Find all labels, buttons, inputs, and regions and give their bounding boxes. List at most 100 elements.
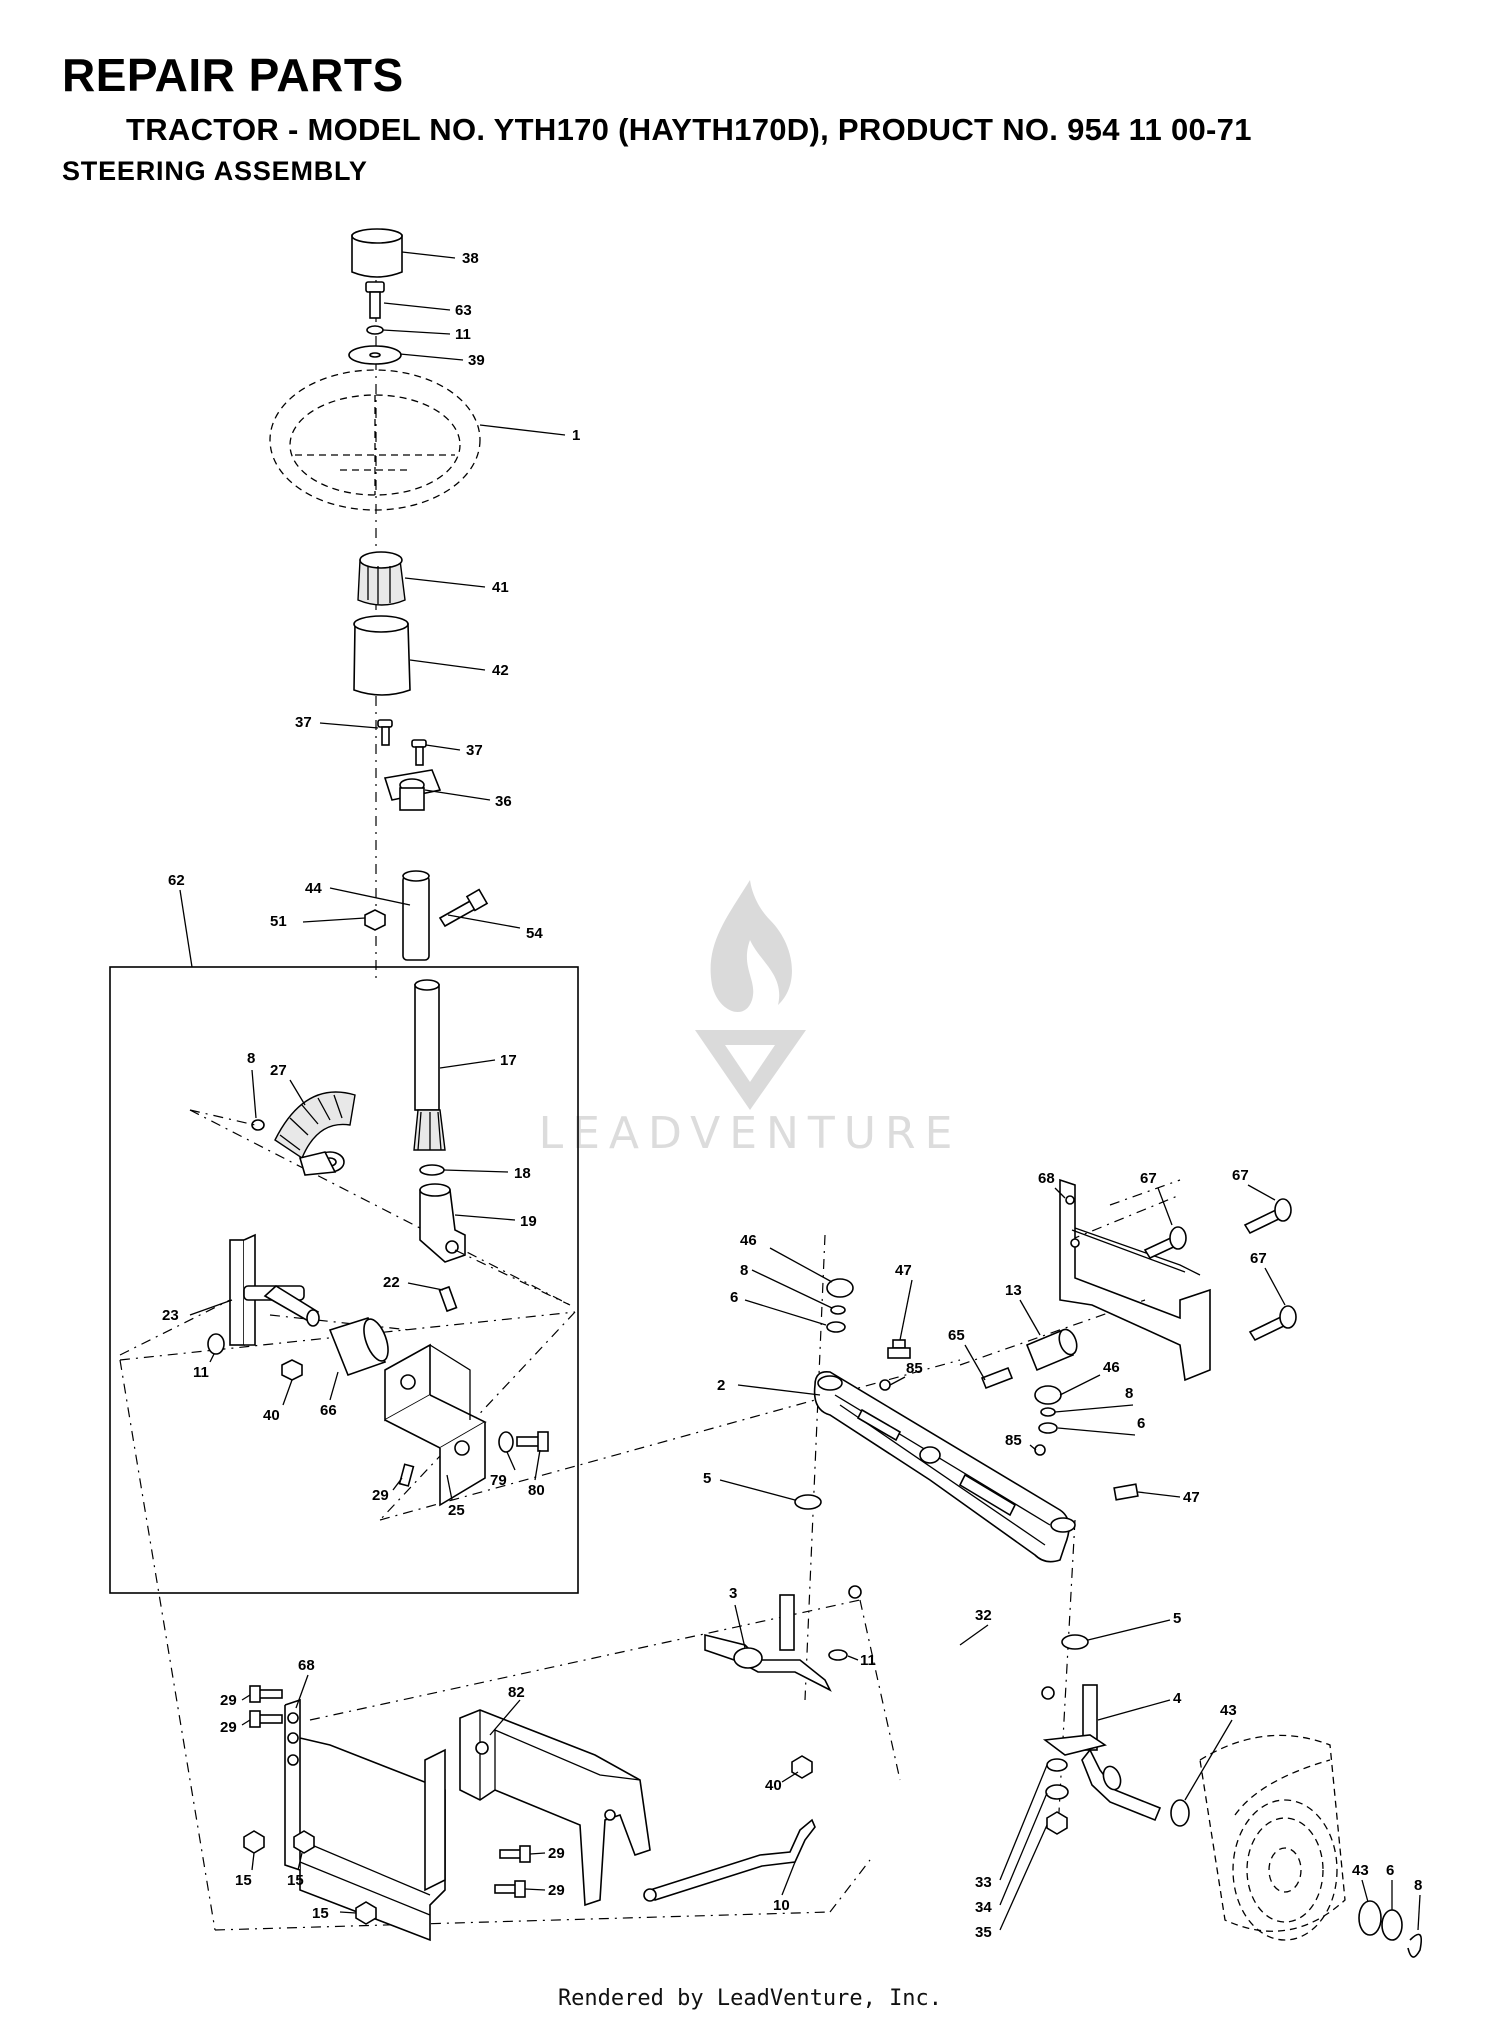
- hex-nut-40a: [281, 1359, 303, 1381]
- nut-35: [1046, 1811, 1068, 1835]
- washer-34: [1045, 1784, 1069, 1800]
- part-label-4: 4: [1173, 1690, 1182, 1707]
- part-label-25: 25: [448, 1502, 465, 1519]
- subassembly-62-box: [109, 966, 579, 1594]
- spacer-5a: [794, 1494, 822, 1510]
- washer-6a: [826, 1321, 846, 1333]
- part-label-46a: 46: [740, 1232, 757, 1249]
- part-label-6b: 6: [1137, 1415, 1145, 1432]
- part-label-39: 39: [468, 352, 485, 369]
- part-label-36: 36: [495, 793, 512, 810]
- spacer-66: [328, 1317, 389, 1377]
- axle-bolts-67: [1143, 1198, 1297, 1342]
- part-label-67a: 67: [1140, 1170, 1157, 1187]
- shaft-bolt: [438, 888, 489, 928]
- footer-credit: Rendered by LeadVenture, Inc.: [557, 1986, 943, 2011]
- part-label-40a: 40: [263, 1407, 280, 1424]
- part-label-17: 17: [500, 1052, 517, 1069]
- part-label-27: 27: [270, 1062, 287, 1079]
- part-label-6c: 6: [1386, 1862, 1394, 1879]
- fitting-85b: [1034, 1444, 1046, 1456]
- nut-15b: [293, 1830, 315, 1854]
- steering-wheel: [269, 369, 481, 511]
- part-label-6a: 6: [730, 1289, 738, 1306]
- part-label-29a: 29: [372, 1487, 389, 1504]
- part-label-85b: 85: [1005, 1432, 1022, 1449]
- grease-fitting-47a: [887, 1339, 911, 1359]
- axle-cap-46a: [826, 1278, 854, 1298]
- part-label-62: 62: [168, 872, 185, 889]
- retaining-ring-8b: [830, 1305, 846, 1315]
- part-label-43a: 43: [1220, 1702, 1237, 1719]
- spacer-5b: [1061, 1634, 1089, 1650]
- part-label-66: 66: [320, 1402, 337, 1419]
- part-label-67b: 67: [1232, 1167, 1249, 1184]
- tie-rod-10: [643, 1818, 816, 1902]
- steering-bracket-68b: [284, 1698, 446, 1942]
- steering-bushing-19: [419, 1183, 466, 1263]
- part-label-11c: 11: [860, 1652, 876, 1669]
- watermark-text: LEADVENTURE: [539, 1108, 962, 1159]
- part-label-1: 1: [572, 427, 580, 444]
- part-label-5b: 5: [1173, 1610, 1181, 1627]
- support-bracket-82: [424, 1709, 651, 1907]
- leader-lines: [179, 251, 1421, 1931]
- axle-cap-46b: [1034, 1385, 1062, 1405]
- part-label-35: 35: [975, 1924, 992, 1941]
- part-label-2: 2: [717, 1377, 725, 1394]
- part-label-68b: 68: [298, 1657, 315, 1674]
- front-axle-2: [813, 1370, 1076, 1563]
- section-title: STEERING ASSEMBLY: [62, 156, 368, 186]
- subassembly-internal-lines: [119, 1109, 571, 1356]
- part-label-65: 65: [948, 1327, 965, 1344]
- part-label-43b: 43: [1352, 1862, 1369, 1879]
- part-label-8c: 8: [1125, 1385, 1133, 1402]
- washer-43b: [1358, 1900, 1382, 1936]
- pivot-bushing-13: [1025, 1328, 1078, 1372]
- part-label-11b: 11: [193, 1364, 209, 1381]
- page-title: REPAIR PARTS: [62, 49, 404, 101]
- steering-shaft-17: [413, 979, 446, 1151]
- bolt-80: [516, 1431, 549, 1452]
- part-label-15c: 15: [312, 1905, 329, 1922]
- part-label-8d: 8: [1414, 1877, 1422, 1894]
- lock-washer: [366, 325, 384, 335]
- part-label-15b: 15: [287, 1872, 304, 1889]
- washer-6b: [1038, 1422, 1058, 1434]
- part-label-8a: 8: [247, 1050, 255, 1067]
- part-label-42: 42: [492, 662, 509, 679]
- part-label-18: 18: [514, 1165, 531, 1182]
- part-label-79: 79: [490, 1472, 507, 1489]
- grease-fitting-47b: [1113, 1483, 1139, 1501]
- steering-bracket-25: [384, 1343, 487, 1507]
- upper-steering-shaft: [402, 870, 430, 961]
- part-label-13: 13: [1005, 1282, 1022, 1299]
- cotter-pin-8a: [251, 1119, 265, 1131]
- screw-29a: [398, 1463, 415, 1487]
- part-label-5a: 5: [703, 1470, 711, 1487]
- retaining-ring-8c: [1040, 1407, 1056, 1417]
- part-label-10: 10: [773, 1897, 790, 1914]
- sector-gear-27: [274, 1091, 356, 1176]
- part-label-37a: 37: [295, 714, 312, 731]
- wheel-washer: [348, 345, 402, 365]
- hex-nut-40b: [791, 1755, 813, 1779]
- part-label-67c: 67: [1250, 1250, 1267, 1267]
- steering-adapter: [357, 551, 406, 606]
- wheel-bolt: [365, 281, 385, 319]
- part-label-63: 63: [455, 302, 472, 319]
- part-label-29d: 29: [548, 1845, 565, 1862]
- part-label-47a: 47: [895, 1262, 912, 1279]
- lock-washer-11b: [207, 1333, 225, 1355]
- part-label-46b: 46: [1103, 1359, 1120, 1376]
- part-label-19: 19: [520, 1213, 537, 1230]
- part-label-15a: 15: [235, 1872, 252, 1889]
- washer-79: [498, 1431, 514, 1453]
- part-label-68a: 68: [1038, 1170, 1055, 1187]
- part-label-29c: 29: [220, 1719, 237, 1736]
- part-label-51: 51: [270, 913, 287, 930]
- bearing-screws: [377, 719, 427, 766]
- washer-43a: [1170, 1799, 1190, 1827]
- part-label-37b: 37: [466, 742, 483, 759]
